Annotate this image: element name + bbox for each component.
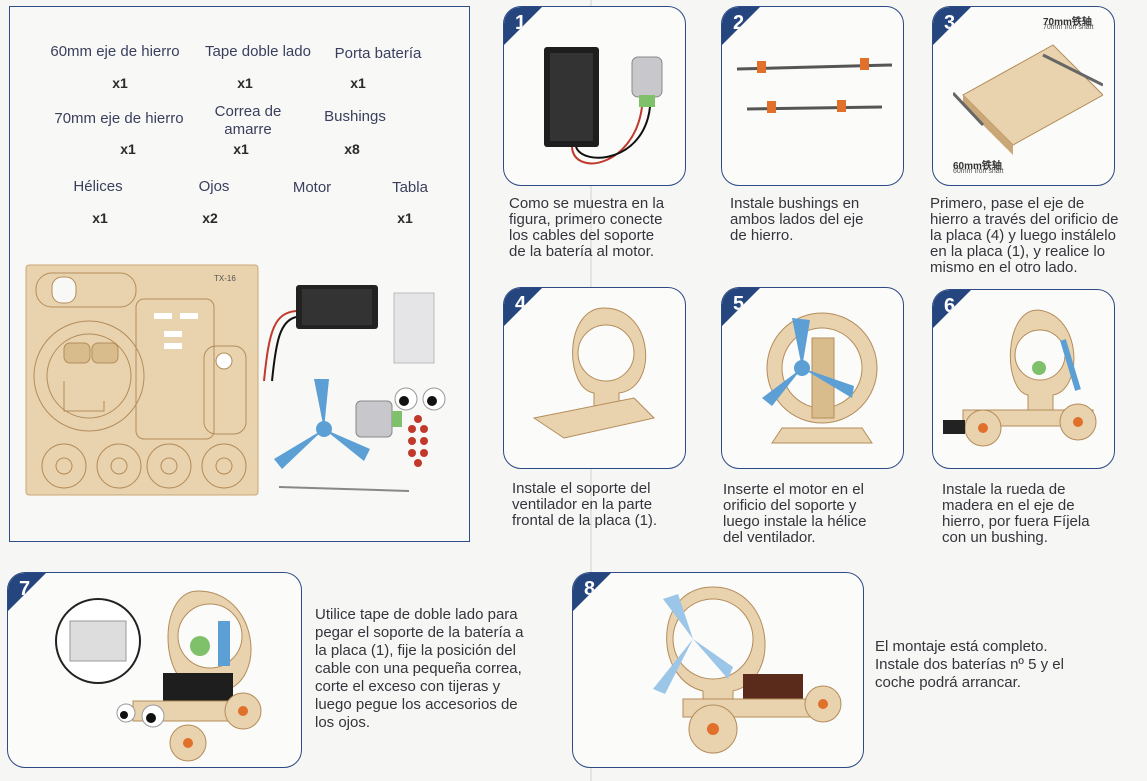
step-7-card: 7 bbox=[7, 572, 302, 768]
part-qty-propeller: x1 bbox=[92, 210, 108, 226]
step-7-illustration bbox=[55, 590, 262, 762]
part-label-tape: Tape doble lado bbox=[205, 43, 311, 60]
step-5-card: 5 bbox=[721, 287, 904, 469]
battery-holder-image bbox=[263, 285, 378, 382]
step-4-illustration bbox=[532, 307, 655, 439]
step-5-illustration bbox=[762, 312, 878, 444]
shaft-70mm-callout-sub: 70mm Iron shaft bbox=[1043, 24, 1094, 31]
part-label-70mm-shaft: 70mm eje de hierro bbox=[54, 110, 184, 127]
wooden-board-image: TX-16 bbox=[25, 264, 259, 496]
shaft-70mm-callout: 70mm铁轴 bbox=[1043, 17, 1092, 28]
step-6-illustration bbox=[943, 309, 1097, 447]
part-label-battery-holder: Porta batería bbox=[334, 45, 422, 62]
step-8-badge: 8 bbox=[573, 573, 612, 612]
part-label-bushings: Bushings bbox=[324, 108, 386, 125]
part-label-strap-line1: Correa de bbox=[214, 103, 282, 120]
part-qty-bushings: x8 bbox=[344, 141, 360, 157]
motor-image bbox=[355, 400, 402, 438]
shaft-60mm-callout-sub: 60mm Iron shaft bbox=[953, 168, 1004, 175]
step-1-card: 1 bbox=[503, 6, 686, 186]
part-qty-eyes: x2 bbox=[202, 210, 218, 226]
step-3-illustration bbox=[953, 44, 1103, 155]
shaft-60mm-callout: 60mm铁轴 bbox=[953, 161, 1002, 172]
step-8-card: 8 bbox=[572, 572, 864, 768]
step-3-card: 3 70mm铁轴 70mm Iron shaft 60mm铁轴 60mm Iro… bbox=[932, 6, 1115, 186]
bushings-image bbox=[408, 415, 428, 467]
board-code: TX-16 bbox=[214, 274, 236, 283]
googly-eyes-image bbox=[394, 387, 446, 411]
part-qty-70mm-shaft: x1 bbox=[120, 141, 136, 157]
part-qty-strap: x1 bbox=[233, 141, 249, 157]
part-qty-board: x1 bbox=[397, 210, 413, 226]
step-2-illustration bbox=[736, 58, 893, 113]
part-label-propeller: Hélices bbox=[73, 178, 123, 195]
step-4-card: 4 bbox=[503, 287, 686, 469]
part-qty-60mm-shaft: x1 bbox=[112, 75, 128, 91]
part-qty-tape: x1 bbox=[237, 75, 253, 91]
part-label-eyes: Ojos bbox=[198, 178, 230, 195]
parts-list-panel: 60mm eje de hierro x1 Tape doble lado x1… bbox=[9, 6, 470, 542]
step-8-illustration bbox=[653, 586, 842, 754]
part-qty-battery-holder: x1 bbox=[350, 75, 366, 91]
parts-illustration: TX-16 bbox=[25, 264, 446, 496]
step-8-text: El montaje está completo.Instale dos bat… bbox=[875, 638, 1064, 691]
part-label-board: Tabla bbox=[392, 179, 428, 196]
propeller-image bbox=[274, 379, 370, 469]
step-1-illustration bbox=[544, 47, 663, 165]
iron-shaft-image bbox=[278, 486, 410, 492]
part-label-strap-line2: amarre bbox=[224, 121, 272, 138]
step-6-card: 6 bbox=[932, 289, 1115, 469]
part-label-motor: Motor bbox=[292, 179, 332, 196]
double-sided-tape-image bbox=[393, 292, 435, 364]
part-label-60mm-shaft: 60mm eje de hierro bbox=[50, 43, 180, 60]
step-2-card: 2 bbox=[721, 6, 904, 186]
